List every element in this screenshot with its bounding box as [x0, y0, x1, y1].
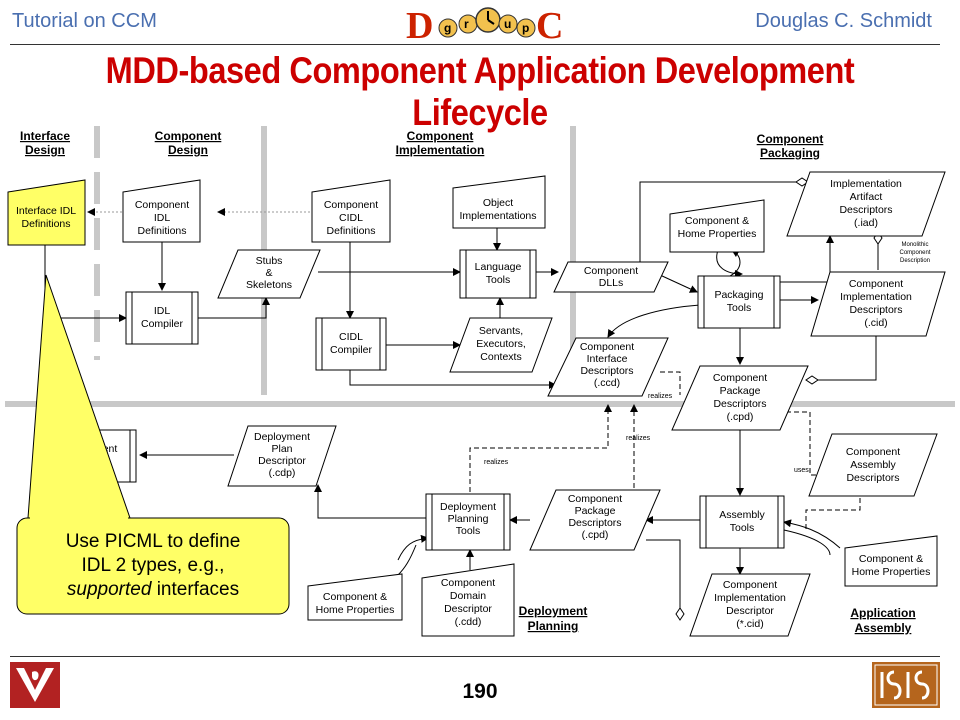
node-stubs-skeletons[interactable]: Stubs&Skeletons [217, 249, 321, 299]
svg-text:Component &Home Properties: Component &Home Properties [852, 553, 931, 578]
svg-text:r: r [464, 17, 469, 31]
footer-rule [10, 656, 940, 657]
page-number: 190 [462, 680, 498, 703]
edge-label-realizes-1: realizes [484, 459, 509, 466]
edge-label-realizes-2: realizes [626, 435, 651, 442]
isis-logo [872, 662, 940, 708]
vanderbilt-logo [10, 662, 60, 708]
node-servants-executors-contexts[interactable]: Servants,Executors,Contexts [449, 317, 553, 373]
svg-text:Stubs&Skeletons: Stubs&Skeletons [246, 255, 292, 291]
slide-title: MDD-based Component Application Developm… [105, 50, 855, 133]
svg-text:Component &Home Properties: Component &Home Properties [316, 591, 395, 616]
connectors [44, 177, 883, 621]
callout-text: Use PICML to define IDL 2 types, e.g., s… [22, 530, 284, 602]
callout-line-3: supported interfaces [22, 578, 284, 602]
svg-text:u: u [504, 17, 511, 31]
logo-ball-3 [498, 14, 518, 34]
logo-letter-c: C [536, 5, 563, 44]
edge-label-realizes-3: realizes [648, 393, 673, 400]
logo-ball-1 [438, 18, 458, 38]
node-component-home-properties-bottom[interactable]: Component &Home Properties [307, 573, 403, 621]
logo-ball-4 [516, 18, 536, 38]
svg-text:p: p [522, 21, 529, 35]
header-rule [10, 44, 940, 45]
svg-text:Servants,Executors,Contexts: Servants,Executors,Contexts [476, 325, 526, 363]
edge-label-uses: uses [794, 467, 809, 474]
callout-line-3-rest: interfaces [151, 579, 240, 600]
svg-text:Component &Home Properties: Component &Home Properties [678, 215, 757, 240]
node-component-home-properties-top[interactable]: Component &Home Properties [669, 199, 765, 253]
doc-group-logo: D g r u p C [406, 5, 563, 44]
callout-line-3-italic: supported [66, 579, 152, 600]
callout-line-2: IDL 2 types, e.g., [81, 555, 225, 576]
logo-letter-d: D [406, 5, 433, 44]
picml-callout [16, 274, 290, 615]
header-left-text: Tutorial on CCM [12, 10, 157, 32]
header-right-text: Douglas C. Schmidt [755, 10, 932, 32]
svg-text:g: g [444, 21, 451, 35]
callout-line-1: Use PICML to define [65, 531, 241, 552]
node-component-home-properties-right[interactable]: Component &Home Properties [844, 535, 938, 587]
